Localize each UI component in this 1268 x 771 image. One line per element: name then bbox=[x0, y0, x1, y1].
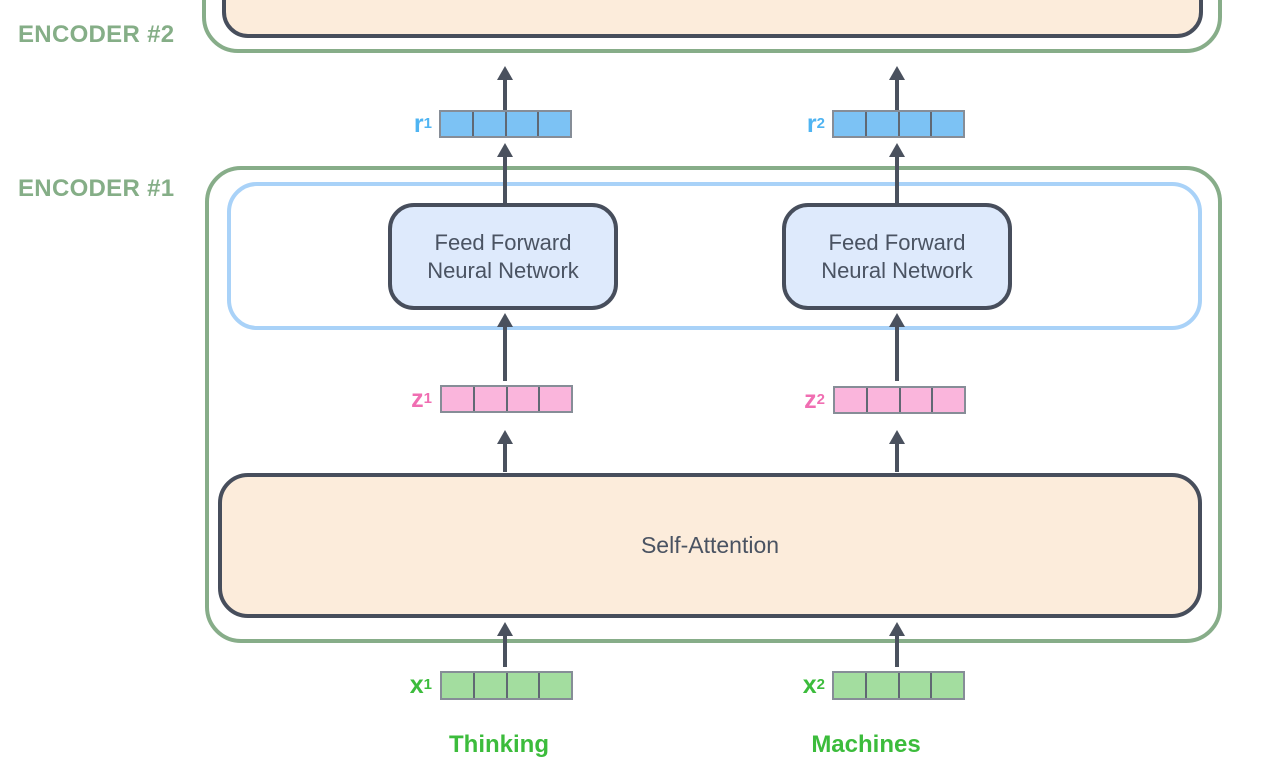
vector-cell bbox=[442, 673, 475, 698]
arrow-head bbox=[889, 313, 905, 327]
encoder-1-label: ENCODER #1 bbox=[18, 175, 175, 202]
vector-cell bbox=[507, 387, 541, 411]
label-x1-base: x bbox=[409, 670, 424, 699]
arrow-shaft bbox=[503, 326, 507, 381]
vector-cell bbox=[932, 112, 963, 136]
arrow-head bbox=[497, 622, 513, 636]
label-z1-base: z bbox=[411, 384, 424, 413]
arrow-ffnn2-to-r2 bbox=[889, 143, 905, 203]
vector-cell bbox=[441, 112, 474, 136]
encoder-2-box bbox=[202, 0, 1222, 53]
arrow-head bbox=[497, 313, 513, 327]
arrow-z1-to-ffnn1 bbox=[497, 313, 513, 381]
arrow-head bbox=[497, 430, 513, 444]
arrow-shaft bbox=[503, 443, 507, 472]
self-attention-label: Self-Attention bbox=[640, 532, 780, 558]
vector-cell bbox=[866, 673, 900, 698]
input-word-thinking: Thinking bbox=[449, 731, 549, 758]
arrow-shaft bbox=[503, 635, 507, 667]
arrow-shaft bbox=[895, 443, 899, 472]
arrow-head bbox=[497, 66, 513, 80]
vector-z1 bbox=[440, 385, 573, 413]
ffnn-box-2-line1: Feed Forward bbox=[828, 229, 966, 255]
arrow-shaft bbox=[895, 156, 899, 203]
ffnn-box-1-line1: Feed Forward bbox=[434, 229, 572, 255]
arrow-head bbox=[889, 143, 905, 157]
arrow-shaft bbox=[503, 156, 507, 203]
input-word-machines: Machines bbox=[811, 731, 921, 758]
vector-cell bbox=[900, 388, 934, 412]
vector-cell bbox=[474, 673, 508, 698]
encoder-1-box bbox=[205, 166, 1222, 643]
vector-cell bbox=[507, 673, 541, 698]
arrow-ffnn1-to-r1 bbox=[497, 143, 513, 203]
vector-x1 bbox=[440, 671, 573, 700]
vector-r2 bbox=[832, 110, 965, 138]
encoder-2-label: ENCODER #2 bbox=[18, 21, 175, 48]
arrow-head bbox=[889, 430, 905, 444]
arrow-shaft bbox=[895, 79, 899, 110]
vector-cell bbox=[539, 112, 570, 136]
vector-cell bbox=[835, 388, 868, 412]
arrow-self-attention-to-z2 bbox=[889, 430, 905, 472]
vector-cell bbox=[866, 112, 900, 136]
ffnn-box-1-line2: Neural Network bbox=[427, 257, 579, 283]
vector-cell bbox=[932, 673, 963, 698]
ffnn-box-2: Feed Forward Neural Network bbox=[782, 203, 1012, 310]
arrow-head bbox=[889, 622, 905, 636]
label-r2-base: r bbox=[806, 109, 817, 138]
vector-cell bbox=[899, 673, 933, 698]
vector-cell bbox=[473, 112, 507, 136]
ffnn-layer-container bbox=[227, 182, 1202, 330]
arrow-r1-to-encoder2 bbox=[497, 66, 513, 110]
arrow-head bbox=[497, 143, 513, 157]
arrow-shaft bbox=[895, 635, 899, 667]
arrow-self-attention-to-z1 bbox=[497, 430, 513, 472]
arrow-x1-to-self-attention bbox=[497, 622, 513, 667]
arrow-shaft bbox=[503, 79, 507, 110]
vector-cell bbox=[899, 112, 933, 136]
vector-cell bbox=[540, 387, 571, 411]
vector-cell bbox=[506, 112, 540, 136]
ffnn-box-2-line2: Neural Network bbox=[821, 257, 973, 283]
vector-r1 bbox=[439, 110, 572, 138]
label-r1-base: r bbox=[413, 109, 424, 138]
vector-cell bbox=[474, 387, 508, 411]
vector-cell bbox=[933, 388, 964, 412]
vector-cell bbox=[834, 112, 867, 136]
arrow-z2-to-ffnn2 bbox=[889, 313, 905, 381]
ffnn-box-1: Feed Forward Neural Network bbox=[388, 203, 618, 310]
encoder-2-inner-box bbox=[222, 0, 1203, 38]
arrow-x2-to-self-attention bbox=[889, 622, 905, 667]
vector-cell bbox=[442, 387, 475, 411]
label-z2-base: z bbox=[804, 385, 817, 414]
vector-cell bbox=[540, 673, 571, 698]
arrow-r2-to-encoder2 bbox=[889, 66, 905, 110]
arrow-head bbox=[889, 66, 905, 80]
arrow-shaft bbox=[895, 326, 899, 381]
vector-cell bbox=[834, 673, 867, 698]
self-attention-box: Self-Attention bbox=[218, 473, 1202, 618]
vector-cell bbox=[867, 388, 901, 412]
label-x2-base: x bbox=[802, 670, 817, 699]
vector-x2 bbox=[832, 671, 965, 700]
vector-z2 bbox=[833, 386, 966, 414]
